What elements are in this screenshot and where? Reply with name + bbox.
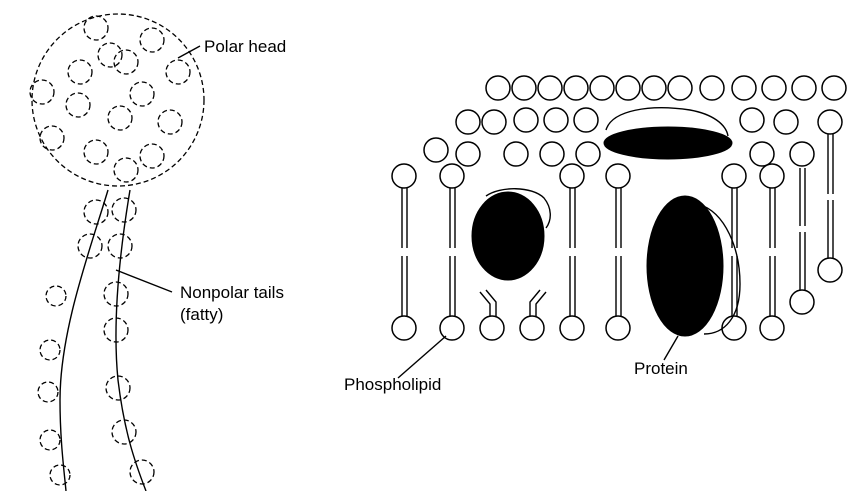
label-phospholipid: Phospholipid [344, 375, 441, 394]
polar-head-leader [178, 46, 200, 58]
protein-leader [664, 336, 678, 360]
label-nonpolar-tails: Nonpolar tails [180, 283, 284, 302]
polar-head-circle [32, 14, 204, 186]
enlarged-phospholipid [30, 14, 204, 491]
peripheral-protein [472, 189, 550, 280]
polar-head-atoms [30, 16, 190, 182]
surface-protein [604, 108, 732, 159]
label-polar-head: Polar head [204, 37, 286, 56]
phospholipid-leader [398, 336, 446, 378]
transmembrane-protein [647, 196, 740, 336]
tails-leader [116, 270, 172, 292]
label-nonpolar-tails-note: (fatty) [180, 305, 223, 324]
membrane-bilayer [392, 76, 846, 378]
nonpolar-tail-chains [38, 198, 154, 485]
label-protein: Protein [634, 359, 688, 378]
tail-backbone-right [116, 190, 146, 491]
top-head-row-back [486, 76, 846, 100]
